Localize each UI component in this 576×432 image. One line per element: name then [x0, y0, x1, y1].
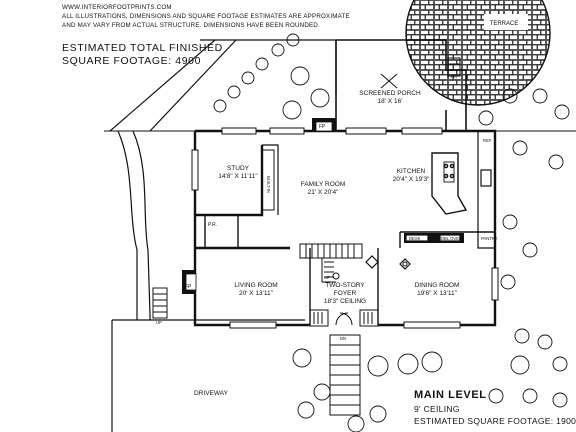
- built-in-label: BUILT-IN: [266, 176, 271, 193]
- terrace-label: TERRACE: [489, 21, 519, 27]
- screened-porch-name: SCREENED PORCH: [359, 90, 421, 97]
- family-room-dims: 21' X 20'4": [307, 189, 339, 196]
- screened-porch-dims: 18' X 16': [377, 98, 403, 105]
- total-sqft-line-1: ESTIMATED TOTAL FINISHED: [62, 42, 223, 54]
- driveway-curb: [111, 319, 305, 432]
- walkway-inner: [117, 130, 138, 320]
- study-dims: 14'8" X 11'11": [218, 173, 258, 180]
- living-room-label: LIVING ROOM 20' X 13'11": [234, 282, 277, 298]
- study-right-wall: [262, 144, 279, 215]
- kitchen-island: [431, 152, 468, 215]
- living-room-dims: 20' X 13'11": [239, 290, 273, 297]
- kitchen-dims: 20'4" X 19'3": [392, 176, 430, 183]
- family-room-name: FAMILY ROOM: [300, 181, 346, 188]
- foyer-name-2: FOYER: [333, 290, 357, 297]
- study-name: STUDY: [226, 165, 250, 172]
- side-stair-up-label: UP: [156, 320, 162, 325]
- porch-stair: [447, 57, 461, 77]
- shrub: [255, 57, 269, 71]
- refrigerator-label: REF: [483, 138, 492, 143]
- terrace-circle: [406, 0, 550, 105]
- foyer-name-1: TWO-STORY: [325, 282, 365, 289]
- living-room-name: LIVING ROOM: [234, 282, 278, 289]
- front-stair-dn-label: DN: [340, 336, 347, 341]
- dining-room-label: DINING ROOM 19'6" X 13'11": [415, 282, 460, 298]
- fireplace-living-label: FP: [185, 284, 192, 290]
- powder-room-label: P.R.: [208, 222, 218, 228]
- desk-label: DESK: [409, 236, 421, 241]
- diagonal-path-left: [109, 39, 216, 132]
- screened-porch-label: SCREENED PORCH 18' X 16': [359, 90, 420, 106]
- kitchen-name: KITCHEN: [396, 168, 426, 175]
- study-label: STUDY 14'8" X 11'11": [218, 165, 257, 181]
- disclaimer-line-2: AND MAY VARY FROM ACTUAL STRUCTURE. DIME…: [62, 22, 320, 29]
- fireplace-family-label: FP: [319, 124, 326, 130]
- porch-stair-dn-label: DN: [451, 74, 458, 79]
- study-bookcase: [261, 149, 275, 211]
- ceiling-height: 9' CEILING: [414, 404, 460, 414]
- foyer-label: TWO-STORY FOYER 18'3" CEILING: [324, 282, 366, 306]
- driveway-label: DRIVEWAY: [194, 390, 228, 397]
- main-level-square-footage: ESTIMATED SQUARE FOOTAGE: 1900: [414, 416, 576, 426]
- screened-porch-walls: [335, 39, 467, 131]
- side-stair: [152, 287, 168, 319]
- foyer-dims: 18'3" CEILING: [323, 298, 367, 305]
- total-sqft-line-2: SQUARE FOOTAGE: 4900: [62, 55, 202, 67]
- kitchen-label: KITCHEN 20'4" X 19'3": [393, 168, 430, 184]
- kitchen-counter: [477, 131, 495, 249]
- family-room-label: FAMILY ROOM 21' X 20'4": [301, 181, 346, 197]
- disclaimer-line-1: ALL ILLUSTRATIONS, DIMENSIONS AND SQUARE…: [62, 13, 350, 20]
- double-oven-label: DBL OVEN: [441, 236, 463, 241]
- main-level-title: MAIN LEVEL: [414, 389, 487, 401]
- powder-room-walls: [195, 215, 262, 249]
- website-url: WWW.INTERIORFOOTPRINTS.COM: [62, 4, 172, 11]
- main-stair: [299, 243, 363, 259]
- dining-room-dims: 19'6" X 13'11": [417, 290, 457, 297]
- walkway-outer: [132, 130, 151, 320]
- foyer-up-label: UP: [324, 275, 330, 280]
- pantry-label: PANTRY: [481, 236, 498, 241]
- dining-room-name: DINING ROOM: [414, 282, 460, 289]
- diagonal-path-right: [149, 39, 237, 132]
